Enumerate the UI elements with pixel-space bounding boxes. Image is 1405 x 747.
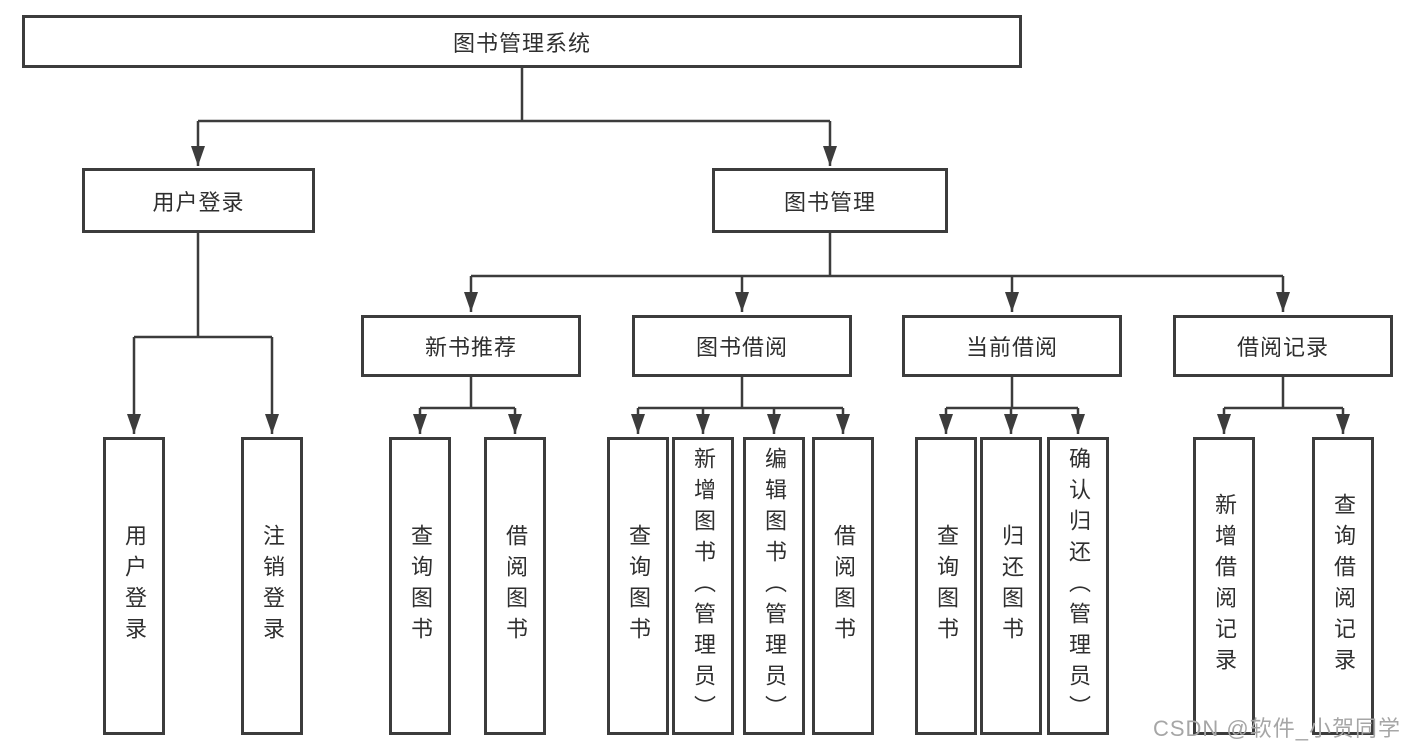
leaf-return-books: 归还图书: [980, 437, 1042, 735]
node-new-book-recommend: 新书推荐: [361, 315, 581, 377]
leaf-query-borrow-record: 查询借阅记录: [1312, 437, 1374, 735]
node-book-management: 图书管理: [712, 168, 948, 233]
node-current-borrow: 当前借阅: [902, 315, 1122, 377]
leaf-add-borrow-record: 新增借阅记录: [1193, 437, 1255, 735]
leaf-query-books-borrow: 查询图书: [607, 437, 669, 735]
leaf-confirm-return-admin: 确认归还（管理员）: [1047, 437, 1109, 735]
csdn-watermark: CSDN @软件_小贺同学: [1152, 716, 1401, 741]
leaf-query-books-recommend: 查询图书: [389, 437, 451, 735]
leaf-borrow-books-recommend: 借阅图书: [484, 437, 546, 735]
leaf-add-books-admin: 新增图书（管理员）: [672, 437, 734, 735]
node-book-borrow: 图书借阅: [632, 315, 852, 377]
leaf-user-login: 用户登录: [103, 437, 165, 735]
leaf-edit-books-admin: 编辑图书（管理员）: [743, 437, 805, 735]
node-user-login: 用户登录: [82, 168, 315, 233]
node-borrow-records: 借阅记录: [1173, 315, 1393, 377]
leaf-query-books-current: 查询图书: [915, 437, 977, 735]
leaf-logout: 注销登录: [241, 437, 303, 735]
node-root-system: 图书管理系统: [22, 15, 1022, 68]
leaf-borrow-books: 借阅图书: [812, 437, 874, 735]
